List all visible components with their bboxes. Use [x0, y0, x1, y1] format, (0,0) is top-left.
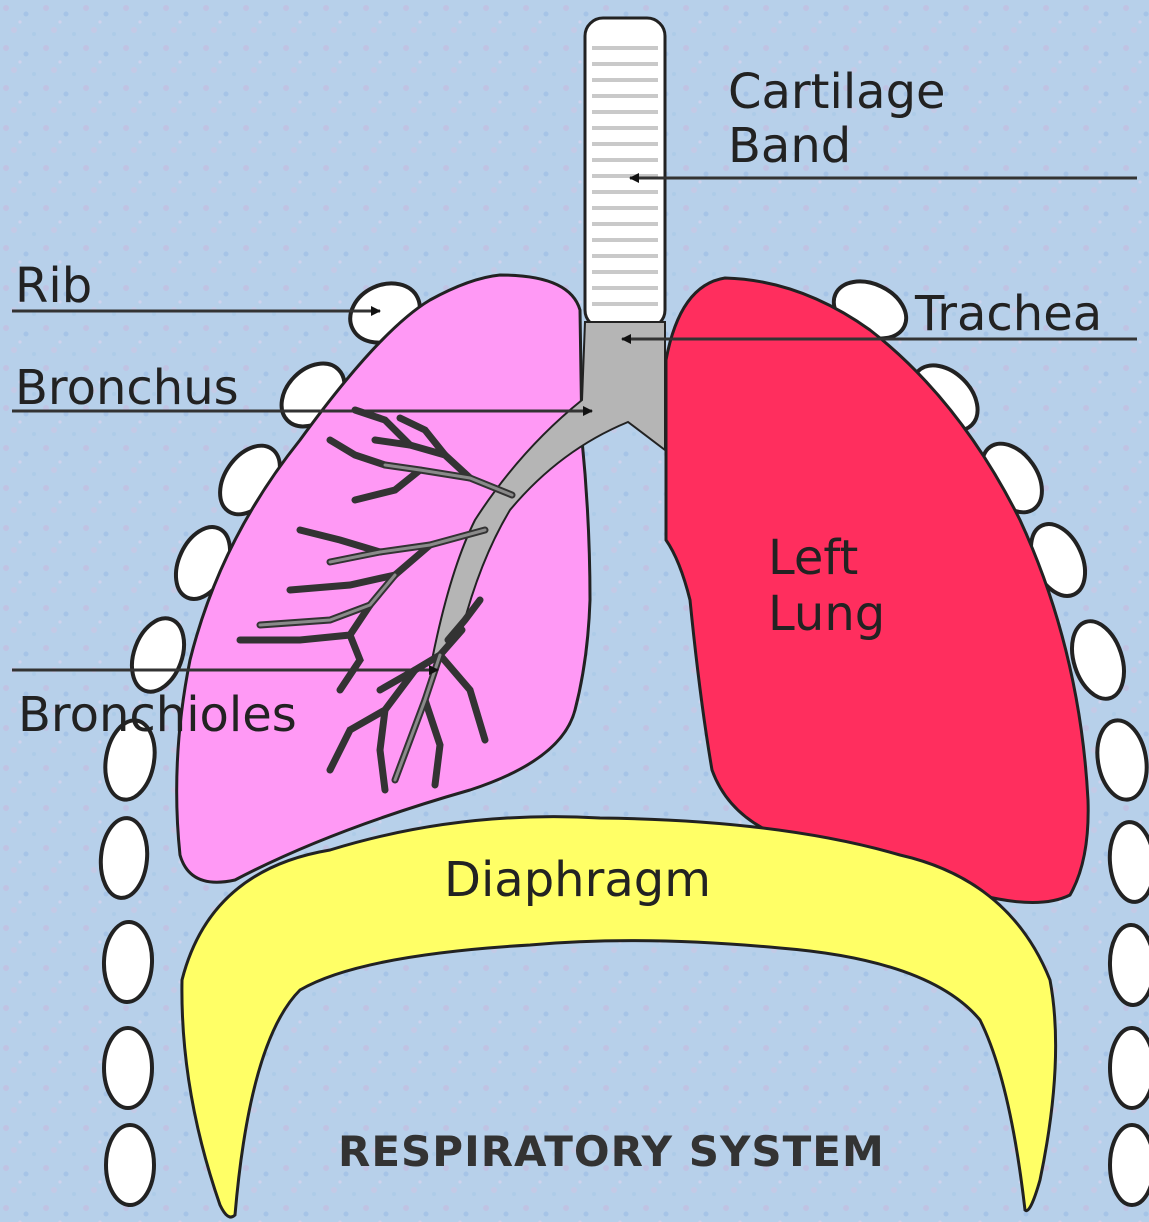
rib-shape	[106, 1125, 154, 1205]
label-left-lung-1: Left	[768, 530, 858, 586]
label-diaphragm: Diaphragm	[444, 852, 711, 908]
label-cartilage-band-1: Cartilage	[728, 64, 946, 120]
label-cartilage-band-2: Band	[728, 118, 851, 174]
label-left-lung-2: Lung	[768, 586, 885, 642]
rib-shape	[1110, 1028, 1149, 1108]
label-rib: Rib	[15, 258, 92, 314]
rib-shape	[104, 1028, 152, 1108]
diagram-title: RESPIRATORY SYSTEM	[338, 1127, 885, 1176]
label-trachea: Trachea	[914, 286, 1102, 342]
label-bronchus: Bronchus	[15, 360, 239, 416]
label-bronchioles: Bronchioles	[18, 687, 297, 743]
rib-shape	[103, 921, 154, 1003]
rib-shape	[1110, 1125, 1149, 1205]
